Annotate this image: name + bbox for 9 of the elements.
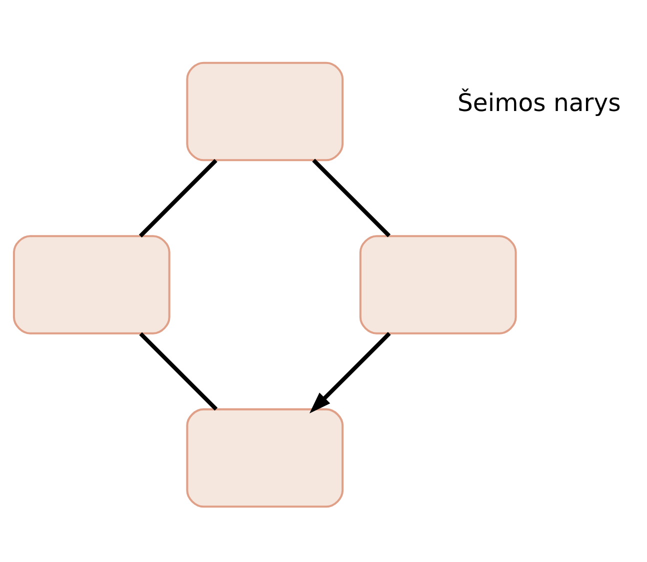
node-box bbox=[359, 234, 517, 334]
arrow bbox=[309, 332, 391, 413]
node-box bbox=[186, 61, 344, 161]
node-box bbox=[186, 408, 344, 508]
connector bbox=[312, 158, 391, 237]
connector bbox=[138, 158, 218, 237]
label: Šeimos narys bbox=[457, 87, 621, 116]
connector bbox=[139, 332, 218, 410]
node-box bbox=[12, 234, 170, 334]
